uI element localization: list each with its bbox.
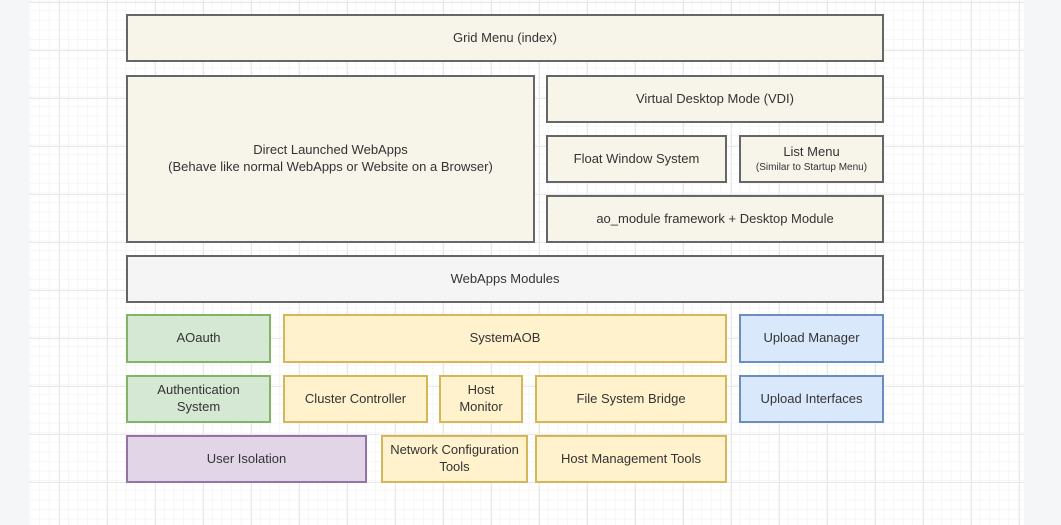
node-label: Host Monitor <box>447 382 515 416</box>
node-network-configuration-tools: Network Configuration Tools <box>381 435 528 483</box>
node-grid-menu: Grid Menu (index) <box>126 14 884 62</box>
node-label: WebApps Modules <box>134 271 876 288</box>
node-label: User Isolation <box>134 451 359 468</box>
node-upload-interfaces: Upload Interfaces <box>739 375 884 423</box>
node-label: AOauth <box>134 330 263 347</box>
node-label: Authentication System <box>134 382 263 416</box>
node-label: Float Window System <box>554 151 719 168</box>
right-gutter <box>1024 0 1061 525</box>
node-user-isolation: User Isolation <box>126 435 367 483</box>
node-virtual-desktop-mode: Virtual Desktop Mode (VDI) <box>546 75 884 123</box>
node-label: Network Configuration Tools <box>389 442 520 476</box>
node-sublabel: (Similar to Startup Menu) <box>747 161 876 174</box>
node-list-menu: List Menu(Similar to Startup Menu) <box>739 135 884 183</box>
node-label: Upload Manager <box>747 330 876 347</box>
node-label: SystemAOB <box>291 330 719 347</box>
node-authentication-system: Authentication System <box>126 375 271 423</box>
node-label: Grid Menu (index) <box>134 30 876 47</box>
node-file-system-bridge: File System Bridge <box>535 375 727 423</box>
node-cluster-controller: Cluster Controller <box>283 375 428 423</box>
node-label: Host Management Tools <box>543 451 719 468</box>
node-label: ao_module framework + Desktop Module <box>554 211 876 228</box>
node-host-management-tools: Host Management Tools <box>535 435 727 483</box>
node-webapps-modules: WebApps Modules <box>126 255 884 303</box>
node-label: Upload Interfaces <box>747 391 876 408</box>
node-label: List Menu <box>747 144 876 161</box>
node-label: Cluster Controller <box>291 391 420 408</box>
left-gutter <box>0 0 29 525</box>
node-aoauth: AOauth <box>126 314 271 363</box>
node-upload-manager: Upload Manager <box>739 314 884 363</box>
diagram-canvas: Grid Menu (index) Direct Launched WebApps… <box>29 0 1024 525</box>
node-host-monitor: Host Monitor <box>439 375 523 423</box>
node-systemaob: SystemAOB <box>283 314 727 363</box>
node-label: Direct Launched WebApps <box>134 142 527 159</box>
node-direct-launched-webapps: Direct Launched WebApps(Behave like norm… <box>126 75 535 243</box>
node-label: File System Bridge <box>543 391 719 408</box>
node-float-window-system: Float Window System <box>546 135 727 183</box>
node-sublabel: (Behave like normal WebApps or Website o… <box>134 159 527 176</box>
node-ao-module-framework: ao_module framework + Desktop Module <box>546 195 884 243</box>
node-label: Virtual Desktop Mode (VDI) <box>554 91 876 108</box>
